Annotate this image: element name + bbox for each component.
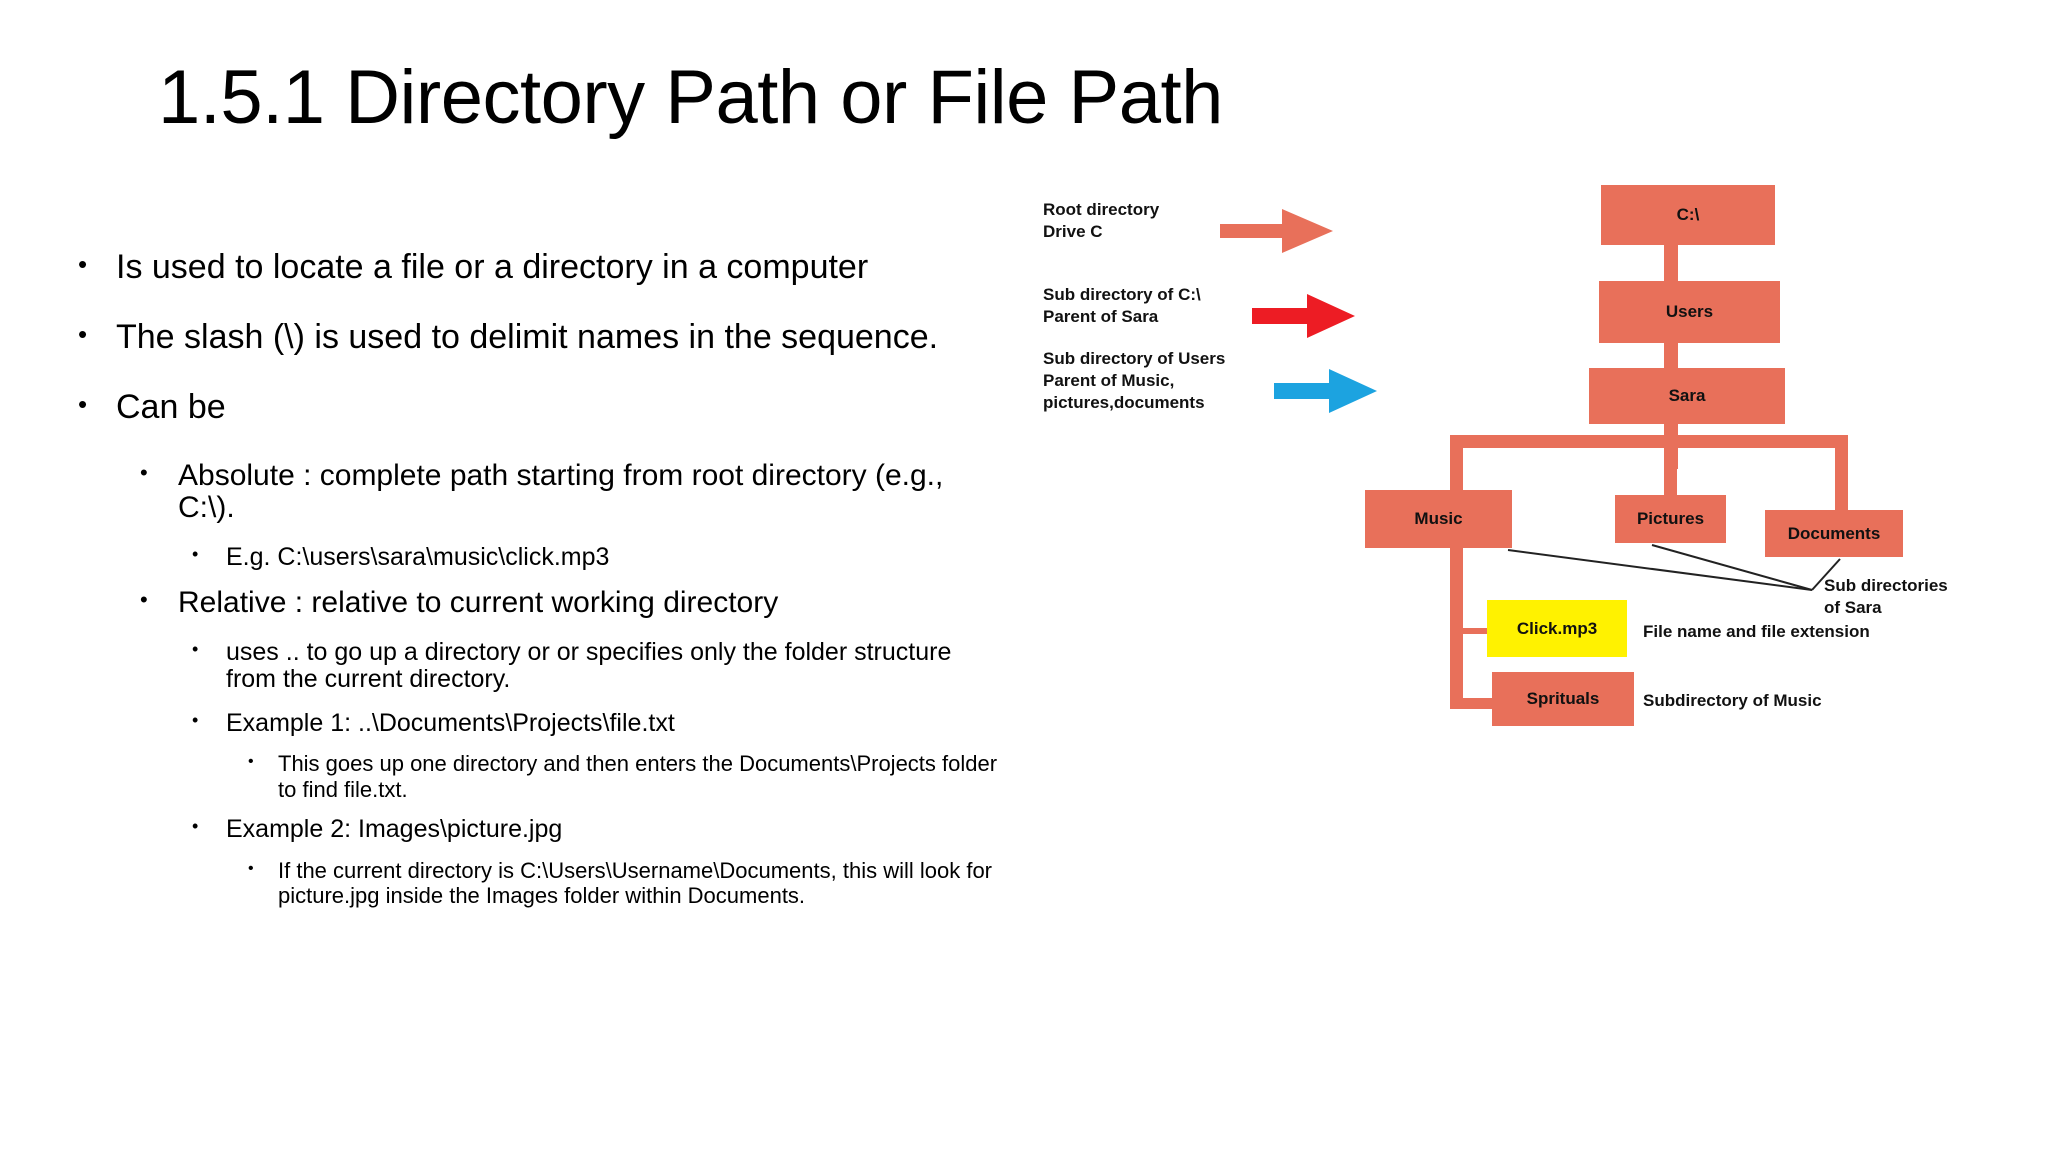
bullet-glyph-icon: •: [248, 753, 254, 771]
connector-music-to-sprituals: [1450, 698, 1498, 709]
annotation-file-name-extension: File name and file extension: [1643, 622, 1870, 641]
content-body: • Is used to locate a file or a director…: [78, 250, 1008, 923]
bullet-item: • Example 1: ..\Documents\Projects\file.…: [192, 708, 1008, 738]
leader-lines-subdirectories: [1507, 544, 1841, 591]
connector-horizontal-bus: [1450, 435, 1848, 448]
page-title: 1.5.1 Directory Path or File Path: [158, 55, 1223, 140]
annotation-root-directory: Root directory Drive C: [1043, 200, 1160, 241]
bullet-item: • The slash (\) is used to delimit names…: [78, 320, 1008, 354]
directory-tree-diagram: C:\ Users Sara Music Pictures Documents …: [1043, 185, 2040, 765]
folder-box-documents[interactable]: Documents: [1765, 510, 1903, 557]
connector-bus-to-pictures: [1664, 435, 1677, 501]
connector-bus-to-documents: [1835, 435, 1848, 513]
bullet-text: Absolute : complete path starting from r…: [178, 459, 944, 524]
bullet-text: Can be: [116, 388, 226, 426]
folder-box-sprituals-label: Sprituals: [1526, 689, 1600, 708]
folder-box-sprituals[interactable]: Sprituals: [1492, 672, 1634, 726]
bullet-text: Is used to locate a file or a directory …: [116, 248, 869, 286]
bullet-glyph-icon: •: [192, 709, 199, 730]
folder-box-music[interactable]: Music: [1365, 490, 1512, 548]
arrow-root-icon: [1220, 209, 1333, 253]
bullet-glyph-icon: •: [78, 319, 88, 349]
folder-box-music-label: Music: [1414, 509, 1463, 528]
connector-music-down: [1450, 537, 1463, 705]
bullet-item: • uses .. to go up a directory or or spe…: [192, 637, 1008, 694]
annotation-sub-directory-of-users: Sub directory of Users Parent of Music, …: [1043, 349, 1226, 412]
bullet-text: This goes up one directory and then ente…: [278, 751, 998, 802]
file-box-click-mp3[interactable]: Click.mp3: [1487, 600, 1627, 657]
bullet-glyph-icon: •: [192, 543, 199, 564]
bullet-glyph-icon: •: [248, 859, 254, 877]
bullet-item: • E.g. C:\users\sara\music\click.mp3: [192, 542, 1008, 572]
annotation-subdirectory-of-music: Subdirectory of Music: [1643, 691, 1822, 710]
arrow-sara-icon: [1274, 369, 1377, 413]
bullet-text: If the current directory is C:\Users\Use…: [278, 857, 993, 909]
folder-box-sara-label: Sara: [1668, 386, 1706, 405]
bullet-glyph-icon: •: [192, 816, 199, 837]
bullet-item: • Absolute : complete path starting from…: [140, 460, 1008, 524]
bullet-text: E.g. C:\users\sara\music\click.mp3: [226, 542, 610, 571]
bullet-item: • Relative : relative to current working…: [140, 587, 1008, 619]
bullet-glyph-icon: •: [78, 389, 88, 419]
bullet-item: • Example 2: Images\picture.jpg: [192, 816, 1008, 844]
folder-box-users[interactable]: Users: [1599, 281, 1780, 343]
folder-box-root[interactable]: C:\: [1601, 185, 1775, 245]
connector-music-to-click: [1450, 628, 1492, 634]
bullet-text: Example 1: ..\Documents\Projects\file.tx…: [226, 708, 675, 737]
bullet-glyph-icon: •: [192, 638, 199, 659]
file-box-click-mp3-label: Click.mp3: [1516, 618, 1598, 638]
folder-box-pictures-label: Pictures: [1636, 509, 1705, 528]
bullet-text: uses .. to go up a directory or or speci…: [226, 637, 952, 694]
connector-root-to-users: [1664, 243, 1678, 289]
bullet-glyph-icon: •: [140, 587, 148, 613]
bullet-item: • This goes up one directory and then en…: [248, 751, 1008, 802]
annotation-sub-directory-of-c: Sub directory of C:\ Parent of Sara: [1043, 285, 1201, 326]
bullet-item: • Can be: [78, 390, 1008, 424]
folder-box-pictures[interactable]: Pictures: [1615, 495, 1726, 543]
bullet-text: Example 2: Images\picture.jpg: [226, 815, 563, 844]
connector-bus-to-music: [1450, 435, 1463, 497]
folder-box-sara[interactable]: Sara: [1589, 368, 1785, 424]
bullet-text: Relative : relative to current working d…: [178, 586, 779, 620]
bullet-item: • If the current directory is C:\Users\U…: [248, 858, 1008, 909]
annotation-sub-directories-of-sara: Sub directories of Sara: [1824, 576, 1948, 617]
bullet-glyph-icon: •: [78, 249, 88, 279]
arrow-users-icon: [1252, 294, 1355, 338]
bullet-glyph-icon: •: [140, 460, 148, 485]
bullet-text: The slash (\) is used to delimit names i…: [116, 318, 939, 356]
folder-box-root-label: C:\: [1676, 205, 1700, 224]
bullet-item: • Is used to locate a file or a director…: [78, 250, 1008, 284]
folder-box-users-label: Users: [1665, 302, 1714, 321]
folder-box-documents-label: Documents: [1787, 523, 1881, 543]
